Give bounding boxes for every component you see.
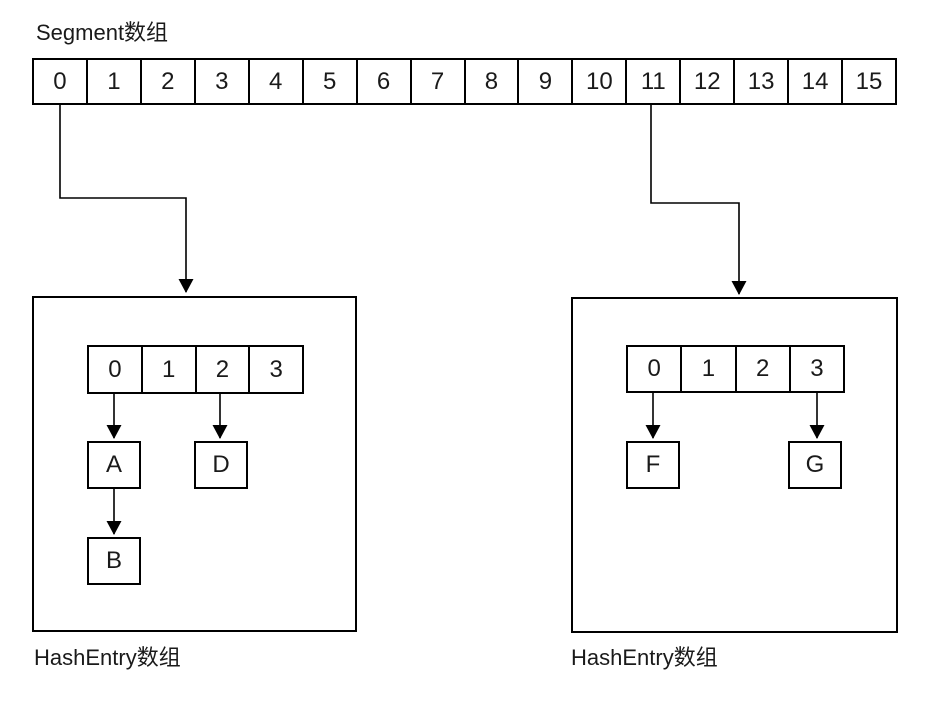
left-array-cell-3: 3: [248, 347, 302, 392]
segment-cell-2: 2: [139, 60, 194, 103]
segment-cell-3: 3: [193, 60, 248, 103]
right-array-cell-1: 1: [680, 347, 734, 391]
segment-cell-5: 5: [301, 60, 356, 103]
segment-cell-15: 15: [841, 60, 895, 103]
right-array-cell-2: 2: [734, 347, 789, 391]
right-array-cell-0: 0: [647, 355, 661, 382]
arrow-segment0-to-left-box: [59, 105, 194, 293]
segment-cell-0: 0: [53, 67, 67, 95]
segment-cell-10: 10: [571, 60, 625, 103]
node-A: A: [87, 441, 141, 489]
left-array-cell-0: 0: [108, 355, 122, 383]
segment-cell-7: 7: [409, 60, 464, 103]
segment-cell-12: 12: [679, 60, 733, 103]
left-array-cell-1: 1: [140, 347, 195, 392]
segment-array-title: Segment数组: [36, 20, 169, 45]
segment-cell-11: 11: [625, 60, 679, 103]
segment-cell-9: 9: [517, 60, 571, 103]
segment-cell-13: 13: [733, 60, 787, 103]
left-hashentry-label: HashEntry数组: [34, 645, 181, 670]
right-array-cell-3: 3: [788, 347, 843, 391]
node-B: B: [87, 537, 141, 585]
segment-array: 0 1 2 3 4 5 6 7 8 9 10 11 12 13 14 15: [32, 58, 897, 105]
left-array-cell-2: 2: [194, 347, 249, 392]
right-hashentry-array: 0 1 2 3: [626, 345, 845, 393]
node-F: F: [626, 441, 680, 489]
node-D: D: [194, 441, 248, 489]
node-G: G: [788, 441, 842, 489]
right-hashentry-label: HashEntry数组: [571, 645, 718, 670]
segment-cell-6: 6: [355, 60, 410, 103]
left-hashentry-array: 0 1 2 3: [87, 345, 304, 394]
segment-cell-14: 14: [787, 60, 841, 103]
segment-cell-8: 8: [463, 60, 518, 103]
segment-cell-1: 1: [85, 60, 140, 103]
arrow-segment11-to-right-box: [650, 105, 747, 295]
segment-cell-4: 4: [247, 60, 302, 103]
